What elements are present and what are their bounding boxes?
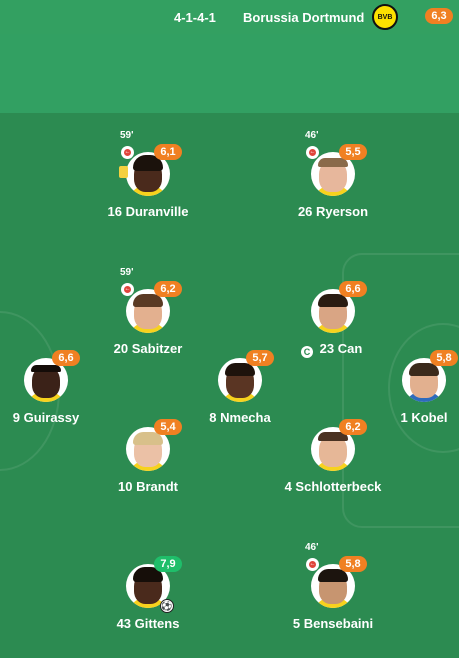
goal-ball-icon: ⚽ bbox=[160, 599, 174, 613]
player-name: 20 Sabitzer bbox=[113, 341, 183, 356]
sub-off-icon: ← bbox=[121, 146, 134, 159]
sub-minute: 46' bbox=[305, 130, 319, 141]
captain-icon: C bbox=[301, 346, 313, 358]
sub-minute: 59' bbox=[120, 130, 134, 141]
team-rating-badge: 6,3 bbox=[425, 8, 453, 24]
player-avatar bbox=[126, 289, 170, 333]
sub-minute: 46' bbox=[305, 542, 319, 553]
player-rating-badge: 5,4 bbox=[154, 419, 182, 435]
sub-off-icon: ← bbox=[306, 558, 319, 571]
formation-label: 4-1-4-1 bbox=[174, 10, 216, 25]
player-rating-badge: 6,1 bbox=[154, 144, 182, 160]
player-avatar bbox=[402, 358, 446, 402]
penalty-box-right bbox=[342, 253, 459, 528]
player-avatar bbox=[126, 427, 170, 471]
player-name: 9 Guirassy bbox=[12, 410, 80, 425]
player-rating-badge: 5,5 bbox=[339, 144, 367, 160]
player-name: 26 Ryerson bbox=[297, 204, 369, 219]
player-name: 4 Schlotterbeck bbox=[284, 479, 382, 494]
sub-off-icon: ← bbox=[121, 283, 134, 296]
player-rating-badge: 5,8 bbox=[430, 350, 458, 366]
team-crest-icon[interactable]: BVB bbox=[372, 4, 398, 30]
sub-minute: 59' bbox=[120, 267, 134, 278]
team-name[interactable]: Borussia Dortmund bbox=[243, 10, 365, 25]
player-name: 10 Brandt bbox=[118, 479, 178, 494]
player-avatar bbox=[126, 152, 170, 196]
yellow-card-icon bbox=[119, 166, 128, 178]
player-rating-badge: 5,7 bbox=[246, 350, 274, 366]
player-name: 23 Can bbox=[319, 341, 363, 356]
player-name: 1 Kobel bbox=[400, 410, 448, 425]
player-rating-badge: 7,9 bbox=[154, 556, 182, 572]
pitch-top-band bbox=[0, 34, 459, 113]
team-header: 4-1-4-1 Borussia Dortmund BVB 6,3 bbox=[0, 0, 459, 34]
player-rating-badge: 6,2 bbox=[339, 419, 367, 435]
player-rating-badge: 6,2 bbox=[154, 281, 182, 297]
player-name: 5 Bensebaini bbox=[292, 616, 374, 631]
player-rating-badge: 5,8 bbox=[339, 556, 367, 572]
player-rating-badge: 6,6 bbox=[52, 350, 80, 366]
player-name: 8 Nmecha bbox=[209, 410, 271, 425]
sub-off-icon: ← bbox=[306, 146, 319, 159]
player-name: 43 Gittens bbox=[116, 616, 180, 631]
player-rating-badge: 6,6 bbox=[339, 281, 367, 297]
player-name: 16 Duranville bbox=[107, 204, 189, 219]
